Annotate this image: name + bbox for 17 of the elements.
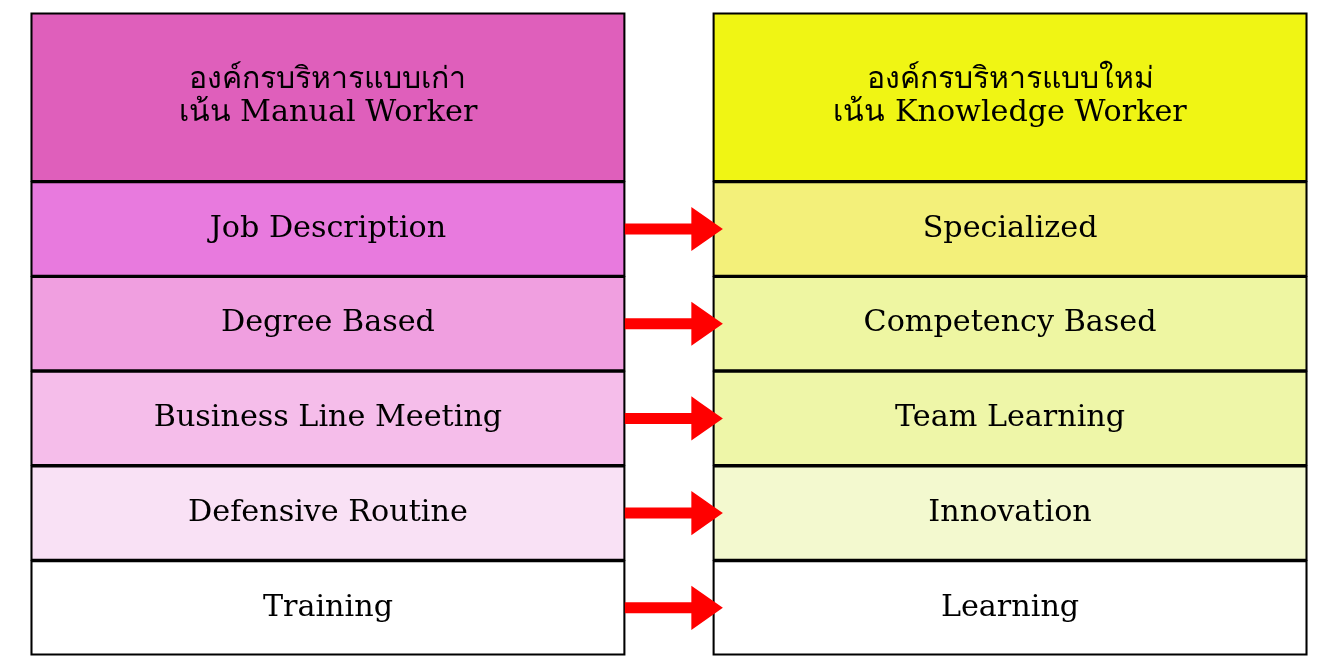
node-box: Team Learning — [712, 370, 1308, 467]
node-box: Competency Based — [712, 276, 1308, 372]
node-box: Defensive Routine — [29, 465, 625, 561]
arrow — [624, 585, 723, 630]
arrow — [624, 206, 723, 252]
node-box: Training — [29, 560, 625, 656]
node-box: องค์กรบริหารแบบเก่า เน้น Manual Worker — [29, 12, 625, 182]
node-box: Specialized — [712, 181, 1308, 277]
arrow — [624, 301, 723, 346]
node-box: Job Description — [29, 181, 625, 277]
arrow — [624, 491, 723, 536]
node-box: Business Line Meeting — [29, 370, 625, 467]
node-box: Innovation — [712, 465, 1308, 561]
node-box: องค์กรบริหารแบบใหม่ เน้น Knowledge Worker — [712, 12, 1308, 182]
node-box: Degree Based — [29, 276, 625, 372]
node-box: Learning — [712, 560, 1308, 656]
arrow — [624, 396, 723, 441]
